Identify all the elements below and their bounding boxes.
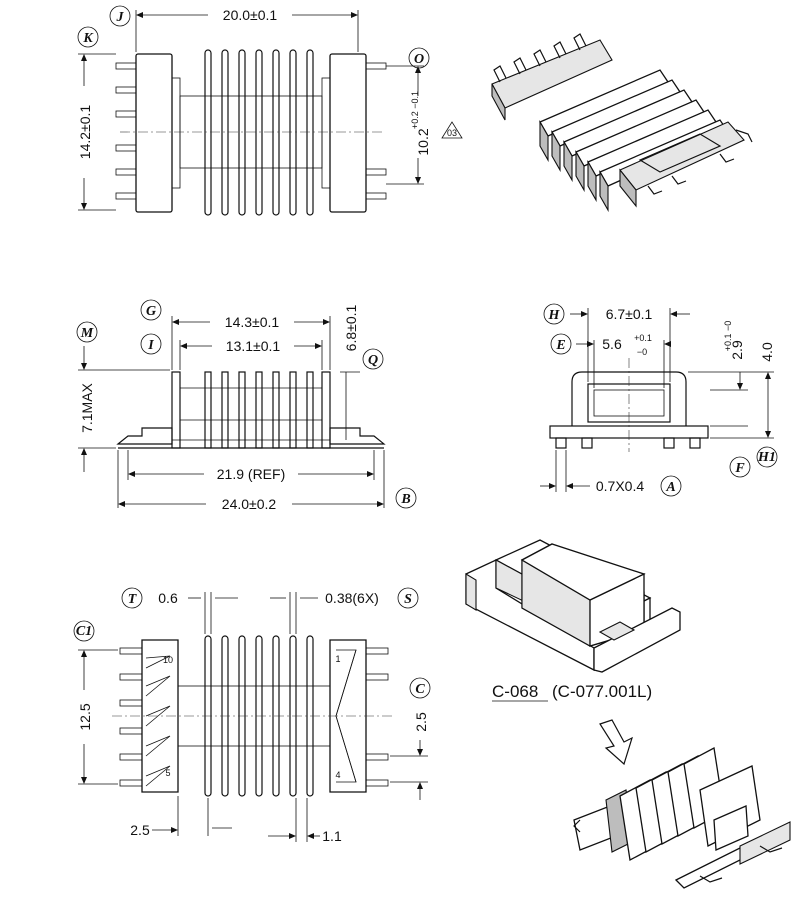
dim-end-small: 2.9 xyxy=(729,340,745,360)
label-f: F xyxy=(734,461,745,476)
pin-4: 4 xyxy=(335,770,340,780)
side-view: 14.3±0.1 13.1±0.1 6.8±0.1 7.1MAX 21.9 (R… xyxy=(76,299,417,512)
label-i: I xyxy=(147,338,154,353)
pin-5: 5 xyxy=(165,768,170,778)
bottom-view: 10 5 1 4 0.6 0.38(6X) xyxy=(73,587,431,844)
dim-end-pin: 0.7X0.4 xyxy=(596,478,644,494)
label-h1: H1 xyxy=(757,450,776,465)
dim-end-inner: 5.6 xyxy=(602,336,622,352)
dim-side-inner: 13.1±0.1 xyxy=(226,338,281,354)
dim-bottom-height: 12.5 xyxy=(77,703,93,730)
dim-top-width: 20.0±0.1 xyxy=(223,7,278,23)
label-c: C xyxy=(415,682,425,697)
dim-side-outer: 14.3±0.1 xyxy=(225,314,280,330)
dim-bottom-fin: 0.6 xyxy=(158,590,178,606)
assembly-arrow-icon xyxy=(599,719,633,766)
bobbin-isometric xyxy=(491,33,753,213)
dim-end-inner-plus: +0.1 xyxy=(634,333,652,343)
core-part-alt: (C-077.001L) xyxy=(552,682,652,701)
dim-top-pitch: 10.2 xyxy=(415,128,431,155)
dim-end-height: 4.0 xyxy=(759,342,775,362)
end-view: 6.7±0.1 5.6 +0.1 −0 2.9 +0.1 −0 4.0 0.7X… xyxy=(540,303,778,497)
dim-bottom-pitch: 2.5 xyxy=(413,712,429,732)
core-part-number: C-068 xyxy=(492,682,538,701)
dim-top-height: 14.2±0.1 xyxy=(77,105,93,160)
label-g: G xyxy=(146,304,156,319)
core-isometric xyxy=(465,539,681,673)
pin-1: 1 xyxy=(335,654,340,664)
dim-end-small-tol: +0.1 −0 xyxy=(723,321,733,352)
dim-top-pitch-tol: +0.2 −0.1 xyxy=(410,91,420,129)
dim-end-inner-minus: −0 xyxy=(637,347,647,357)
label-e: E xyxy=(555,338,565,353)
label-a: A xyxy=(665,480,675,495)
revision-mark: 03 xyxy=(447,128,457,138)
label-c1: C1 xyxy=(76,624,92,639)
dim-end-width: 6.7±0.1 xyxy=(606,306,653,322)
dim-bottom-gap: 0.38(6X) xyxy=(325,590,379,606)
pin-10: 10 xyxy=(163,655,173,665)
label-o: O xyxy=(414,52,424,67)
label-t: T xyxy=(128,592,138,607)
top-view: 20.0±0.1 14.2±0.1 10.2 +0.2 −0.1 03 J K … xyxy=(77,5,463,216)
dim-side-ref: 21.9 (REF) xyxy=(217,466,285,482)
dim-side-max: 7.1MAX xyxy=(79,382,95,432)
label-h: H xyxy=(548,308,561,323)
label-j: J xyxy=(116,10,125,25)
label-k: K xyxy=(82,31,94,46)
dim-bottom-left: 2.5 xyxy=(130,822,150,838)
dim-side-total: 24.0±0.2 xyxy=(222,496,277,512)
dim-bottom-gap2: 1.1 xyxy=(322,828,342,844)
label-b: B xyxy=(400,492,410,507)
label-q: Q xyxy=(368,353,378,368)
assembled-isometric xyxy=(573,746,791,889)
label-m: M xyxy=(80,326,94,341)
dim-side-height: 6.8±0.1 xyxy=(343,304,359,351)
label-s: S xyxy=(404,592,412,607)
